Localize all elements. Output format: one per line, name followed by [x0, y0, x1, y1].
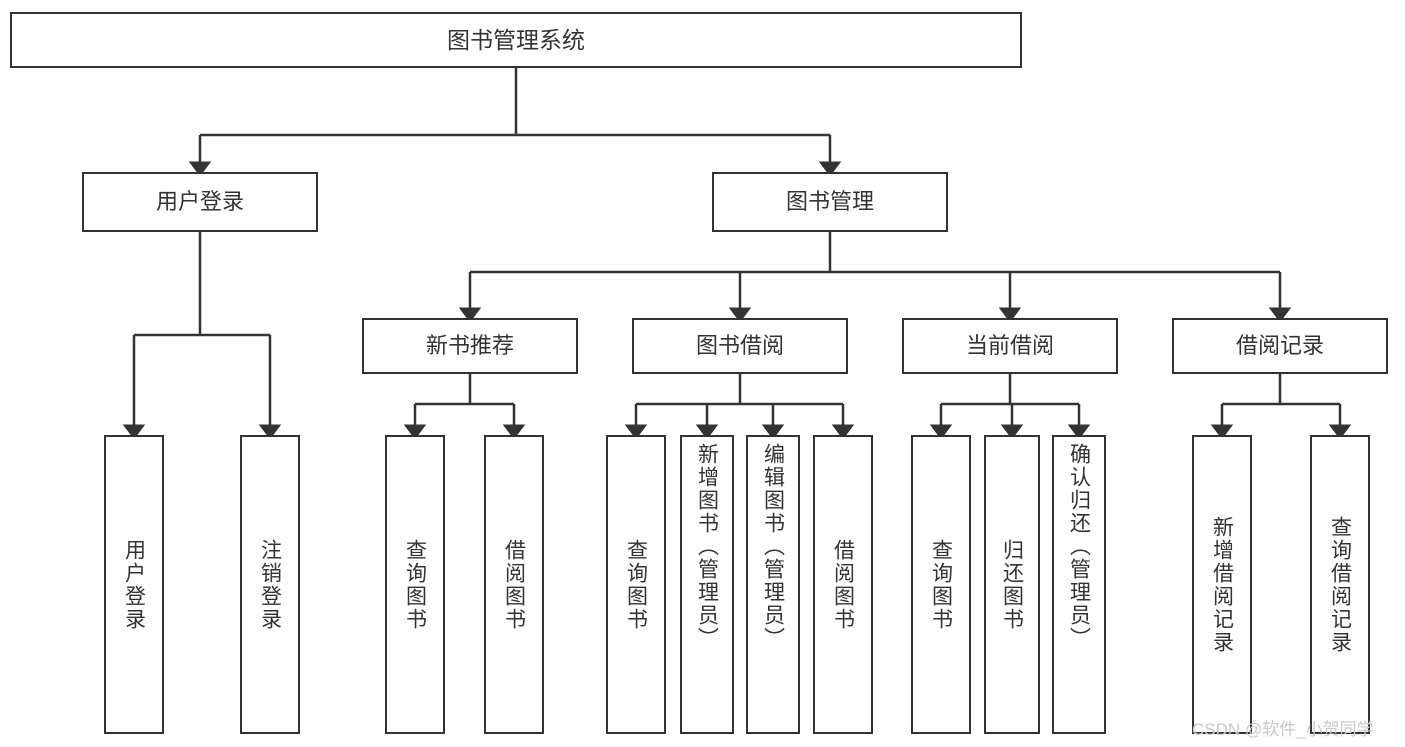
node-label: 借阅图书	[831, 538, 855, 631]
node-label: 新增借阅记录	[1210, 515, 1234, 654]
node-label: 注销登录	[258, 538, 282, 631]
node-leaf-add-record: 新增借阅记录	[1192, 435, 1252, 734]
node-label: 用户登录	[155, 189, 244, 215]
node-label: 图书管理系统	[447, 26, 585, 53]
node-label: 新书推荐	[425, 333, 514, 359]
node-label: 图书借阅	[695, 333, 784, 359]
node-label: 当前借阅	[965, 333, 1054, 359]
node-leaf-logout: 注销登录	[240, 435, 300, 734]
node-label: 编辑图书（管理员）	[761, 443, 785, 650]
node-leaf-query-book-3: 查询图书	[911, 435, 971, 734]
node-leaf-add-book: 新增图书（管理员）	[680, 435, 734, 734]
node-label: 新增图书（管理员）	[695, 443, 719, 650]
node-label: 查询图书	[403, 538, 427, 631]
node-book-borrow: 图书借阅	[632, 318, 848, 374]
node-book-manage: 图书管理	[712, 172, 948, 232]
node-leaf-query-record: 查询借阅记录	[1310, 435, 1370, 734]
node-borrow-record: 借阅记录	[1172, 318, 1388, 374]
node-label: 查询图书	[929, 538, 953, 631]
node-leaf-return-book: 归还图书	[984, 435, 1040, 734]
node-label: 图书管理	[785, 189, 874, 215]
node-new-book-recommend: 新书推荐	[362, 318, 578, 374]
node-label: 查询借阅记录	[1328, 515, 1352, 654]
node-leaf-query-book-1: 查询图书	[385, 435, 445, 734]
node-leaf-user-login: 用户登录	[104, 435, 164, 734]
node-label: 借阅图书	[502, 538, 526, 631]
node-label: 确认归还（管理员）	[1067, 443, 1091, 650]
node-leaf-borrow-book-1: 借阅图书	[484, 435, 544, 734]
watermark-label: CSDN @软件_小贺同学	[1192, 720, 1374, 739]
node-label: 借阅记录	[1235, 333, 1324, 359]
node-label: 查询图书	[624, 538, 648, 631]
node-leaf-query-book-2: 查询图书	[606, 435, 666, 734]
node-root: 图书管理系统	[10, 12, 1022, 68]
node-user-login: 用户登录	[82, 172, 318, 232]
node-current-borrow: 当前借阅	[902, 318, 1118, 374]
node-leaf-edit-book: 编辑图书（管理员）	[746, 435, 800, 734]
node-label: 归还图书	[1000, 538, 1024, 631]
node-leaf-borrow-book-2: 借阅图书	[813, 435, 873, 734]
node-label: 用户登录	[122, 538, 146, 631]
connector-paths	[122, 68, 1352, 440]
node-leaf-confirm-return: 确认归还（管理员）	[1052, 435, 1106, 734]
